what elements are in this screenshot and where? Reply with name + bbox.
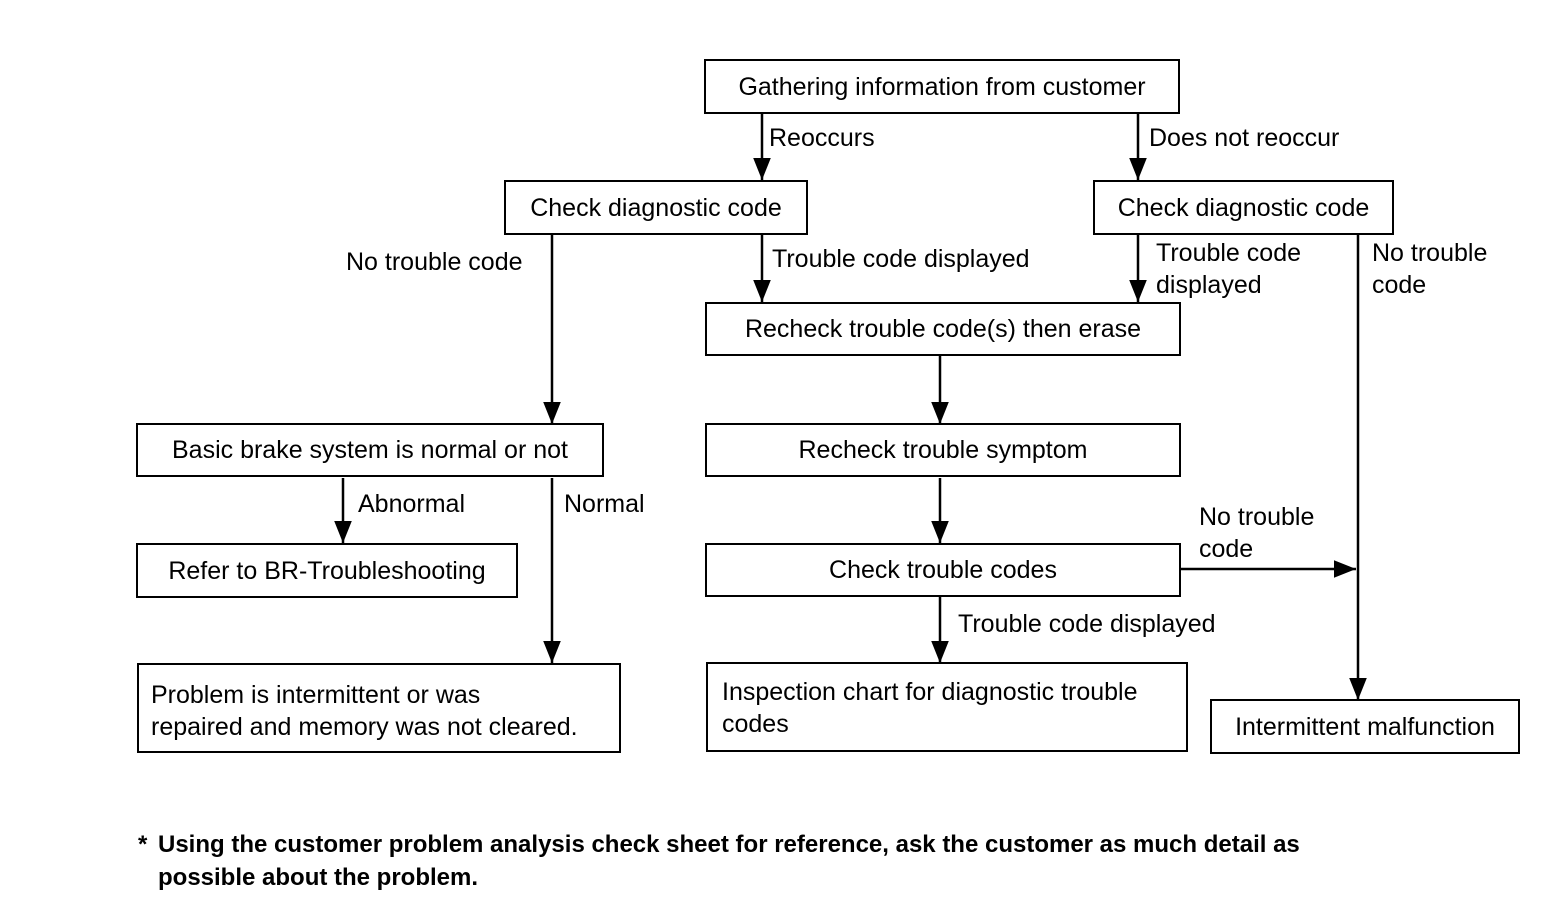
recheck-erase-box: Recheck trouble code(s) then erase: [705, 302, 1181, 356]
check-diagnostic-code-right-box: Check diagnostic code: [1093, 180, 1394, 235]
recheck-symptom-box: Recheck trouble symptom: [705, 423, 1181, 477]
label-reoccurs: Reoccurs: [769, 124, 875, 152]
label-trouble-code-displayed-mid: Trouble code displayed: [772, 245, 1030, 273]
footnote-line-1: Using the customer problem analysis chec…: [158, 831, 1300, 858]
intermittent-malfunction-box: Intermittent malfunction: [1210, 699, 1520, 754]
inspection-chart-box: Inspection chart for diagnostic trouble …: [706, 662, 1188, 752]
problem-intermittent-box: Problem is intermittent or was repaired …: [137, 663, 621, 753]
label-does-not-reoccur: Does not reoccur: [1149, 124, 1340, 152]
basic-brake-box: Basic brake system is normal or not: [136, 423, 604, 477]
footnote: * Using the customer problem analysis che…: [138, 828, 1300, 894]
footnote-marker: *: [138, 831, 148, 858]
footnote-line-2: possible about the problem.: [158, 864, 479, 891]
label-no-trouble-code-left: No trouble code: [346, 248, 523, 276]
refer-br-box: Refer to BR-Troubleshooting: [136, 543, 518, 598]
label-trouble-code-displayed-bottom: Trouble code displayed: [958, 610, 1216, 638]
check-diagnostic-code-left-box: Check diagnostic code: [504, 180, 808, 235]
check-trouble-codes-box: Check trouble codes: [705, 543, 1181, 597]
label-normal: Normal: [564, 490, 645, 518]
label-abnormal: Abnormal: [358, 490, 465, 518]
label-trouble-code-displayed-right: Trouble code displayed: [1156, 239, 1301, 299]
label-no-trouble-code-right: No trouble code: [1372, 239, 1488, 299]
label-no-trouble-code-check: No trouble code: [1199, 503, 1315, 563]
gather-info-box: Gathering information from customer: [704, 59, 1180, 114]
